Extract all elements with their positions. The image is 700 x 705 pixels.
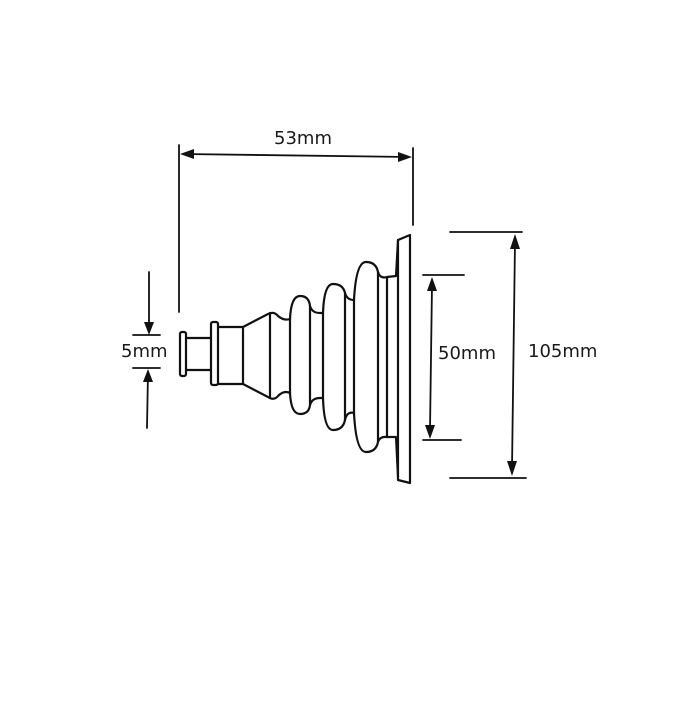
cylinder-section	[216, 325, 245, 386]
neck-tube	[184, 336, 213, 372]
arrowhead-down-icon	[144, 322, 154, 335]
flange-diameter-label: 105mm	[528, 341, 598, 362]
dimension-line-105	[511, 241, 516, 469]
arrowhead-down-icon	[425, 425, 435, 439]
arrowhead-down-icon	[507, 461, 517, 476]
arrowhead-up-icon	[427, 277, 437, 291]
boot-body	[178, 233, 412, 485]
length-dimension	[178, 144, 414, 313]
flange	[396, 233, 412, 485]
small-end-dimension	[132, 271, 161, 429]
tip-collar	[178, 330, 188, 378]
arrowhead-right-icon	[398, 152, 412, 162]
second-collar	[209, 320, 220, 387]
dimension-line-50	[429, 284, 433, 431]
arrowhead-up-icon	[510, 234, 520, 249]
length-label: 53mm	[274, 128, 332, 149]
cone-section	[241, 311, 292, 400]
flange-diameter-dimension	[449, 231, 527, 479]
dimension-line-length	[182, 153, 410, 158]
small-end-label: 5mm	[121, 341, 168, 362]
arrowhead-left-icon	[180, 149, 194, 159]
inner-diameter-dimension	[422, 274, 465, 441]
bellows-bottom-outline	[288, 391, 400, 479]
inner-diameter-label: 50mm	[438, 343, 496, 364]
bellows-top-outline	[288, 238, 400, 321]
leader-line-bottom	[146, 371, 149, 429]
